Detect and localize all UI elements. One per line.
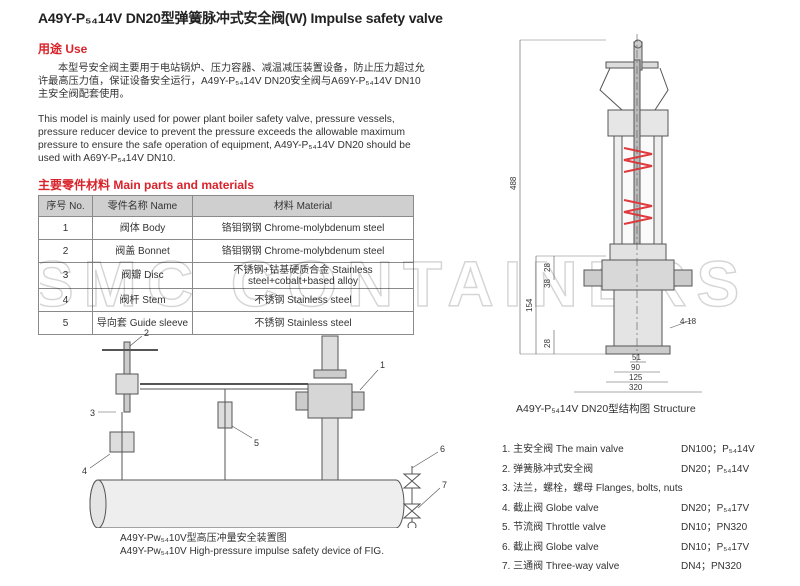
device-caption: A49Y-Pw₅₄10V型高压冲量安全装置图 A49Y-Pw₅₄10V High… <box>120 532 384 558</box>
dim-154: 154 <box>525 298 534 312</box>
row-no: 1 <box>38 216 93 240</box>
label-5: 5 <box>254 438 259 448</box>
dim-bolt: 4-18 <box>680 317 697 326</box>
side-flange-left <box>583 269 603 287</box>
row-no: 2 <box>38 239 93 263</box>
usage-heading: 用途 Use <box>38 42 88 56</box>
row-no: 5 <box>38 311 93 335</box>
side-flange-right <box>673 269 693 287</box>
legend-name: 5. 节流阀 Throttle valve <box>502 522 606 533</box>
usage-text-en: This model is mainly used for power plan… <box>38 114 411 164</box>
table-row: 4 阀杆 Stem 不锈钢 Stainless steel <box>38 288 414 312</box>
row-material: 不锈钢+钴基硬质合金 Stainless steel+cobalt+based … <box>192 262 414 289</box>
legend-name: 1. 主安全阀 The main valve <box>502 444 624 455</box>
list-item: 5. 节流阀 Throttle valve DN10；PN320 <box>502 518 792 538</box>
list-item: 6. 截止阀 Globe valve DN10；P₅₄17V <box>502 538 792 558</box>
usage-text-cn: 本型号安全阀主要用于电站锅炉、压力容器、减温减压装置设备，防止压力超过允许最高压… <box>38 63 425 100</box>
row-name: 阀体 Body <box>92 216 193 240</box>
lever-arm <box>605 61 659 69</box>
legend-name: 2. 弹簧脉冲式安全阀 <box>502 463 594 475</box>
label-6: 6 <box>440 444 445 454</box>
legend-spec: DN10；P₅₄17V <box>681 541 750 553</box>
page-title: A49Y-P₅₄14V DN20型弹簧脉冲式安全阀(W) Impulse saf… <box>38 10 443 26</box>
header-material: 材料 Material <box>192 195 414 217</box>
row-name: 阀杆 Stem <box>92 288 193 312</box>
device-drawing: 1 2 3 4 5 6 7 <box>82 328 447 528</box>
structure-drawing: 488 154 28 38 28 4-18 51 90 125 320 <box>510 34 702 393</box>
dim-51: 51 <box>632 353 641 362</box>
bottom-flange <box>605 345 671 355</box>
component-legend: 1. 主安全阀 The main valve DN100；P₅₄14V 2. 弹簧… <box>502 440 792 577</box>
row-name: 阀盖 Bonnet <box>92 239 193 263</box>
body-flange <box>609 243 667 261</box>
valve-body <box>601 259 675 291</box>
legend-spec: DN4；PN320 <box>681 561 742 572</box>
header-pipe <box>89 479 405 528</box>
legend-name: 6. 截止阀 Globe valve <box>502 541 599 553</box>
frame-left <box>613 135 623 245</box>
legend-spec: DN20；P₅₄14V <box>681 463 750 475</box>
header-name: 零件名称 Name <box>92 195 193 217</box>
legend-spec: DN20；P₅₄17V <box>681 502 750 514</box>
parts-table: 序号 No. 零件名称 Name 材料 Material 1 阀体 Body 铬… <box>38 195 414 335</box>
dim-488: 488 <box>510 176 518 190</box>
label-1: 1 <box>380 360 385 370</box>
row-no: 3 <box>38 262 93 289</box>
spring <box>623 147 653 225</box>
row-name: 阀瓣 Disc <box>92 262 193 289</box>
row-material: 铬钼钢钢 Chrome-molybdenum steel <box>192 239 414 263</box>
main-valve <box>307 383 353 419</box>
table-row: 5 导向套 Guide sleeve 不锈钢 Stainless steel <box>38 311 414 335</box>
table-row: 1 阀体 Body 铬钼钢钢 Chrome-molybdenum steel <box>38 216 414 240</box>
globe-valve-6 <box>402 473 422 489</box>
main-valve-bonnet <box>321 335 339 371</box>
dim-320: 320 <box>629 383 643 392</box>
structure-caption: A49Y-P₅₄14V DN20型结构图 Structure <box>516 403 696 415</box>
dim-28a: 28 <box>543 263 552 272</box>
parts-table-header: 序号 No. 零件名称 Name 材料 Material <box>38 195 414 217</box>
list-item: 4. 截止阀 Globe valve DN20；P₅₄17V <box>502 499 792 519</box>
label-4: 4 <box>82 466 87 476</box>
list-item: 7. 三通阀 Three-way valve DN4；PN320 <box>502 557 792 577</box>
legend-name: 7. 三通阀 Three-way valve <box>502 561 620 572</box>
list-item: 3. 法兰，螺栓，螺母 Flanges, bolts, nuts <box>502 479 792 499</box>
row-material: 不锈钢 Stainless steel <box>192 311 414 335</box>
row-material: 不锈钢 Stainless steel <box>192 288 414 312</box>
row-no: 4 <box>38 288 93 312</box>
label-2: 2 <box>144 328 149 338</box>
legend-name: 4. 截止阀 Globe valve <box>502 502 599 514</box>
legend-name: 3. 法兰，螺栓，螺母 Flanges, bolts, nuts <box>502 483 683 494</box>
frame-right <box>653 135 663 245</box>
impulse-valve <box>115 373 139 395</box>
dim-90: 90 <box>631 363 640 372</box>
three-way-valve-7 <box>402 503 422 519</box>
legend-spec: DN10；PN320 <box>681 522 748 533</box>
label-3: 3 <box>90 408 95 418</box>
list-item: 2. 弹簧脉冲式安全阀 DN20；P₅₄14V <box>502 460 792 480</box>
label-7: 7 <box>442 480 447 490</box>
table-row: 2 阀盖 Bonnet 铬钼钢钢 Chrome-molybdenum steel <box>38 239 414 263</box>
dim-38: 38 <box>543 279 552 288</box>
device-caption-cn: A49Y-Pw₅₄10V型高压冲量安全装置图 <box>120 533 287 544</box>
row-material: 铬钼钢钢 Chrome-molybdenum steel <box>192 216 414 240</box>
dim-125: 125 <box>629 373 643 382</box>
body-neck <box>613 289 663 347</box>
table-row: 3 阀瓣 Disc 不锈钢+钴基硬质合金 Stainless steel+cob… <box>38 262 414 289</box>
legend-spec: DN100；P₅₄14V <box>681 444 755 455</box>
header-no: 序号 No. <box>38 195 93 217</box>
device-caption-en: A49Y-Pw₅₄10V High-pressure impulse safet… <box>120 546 384 557</box>
dim-28b: 28 <box>543 339 552 348</box>
list-item: 1. 主安全阀 The main valve DN100；P₅₄14V <box>502 440 792 460</box>
parts-heading: 主要零件材料 Main parts and materials <box>38 178 255 192</box>
